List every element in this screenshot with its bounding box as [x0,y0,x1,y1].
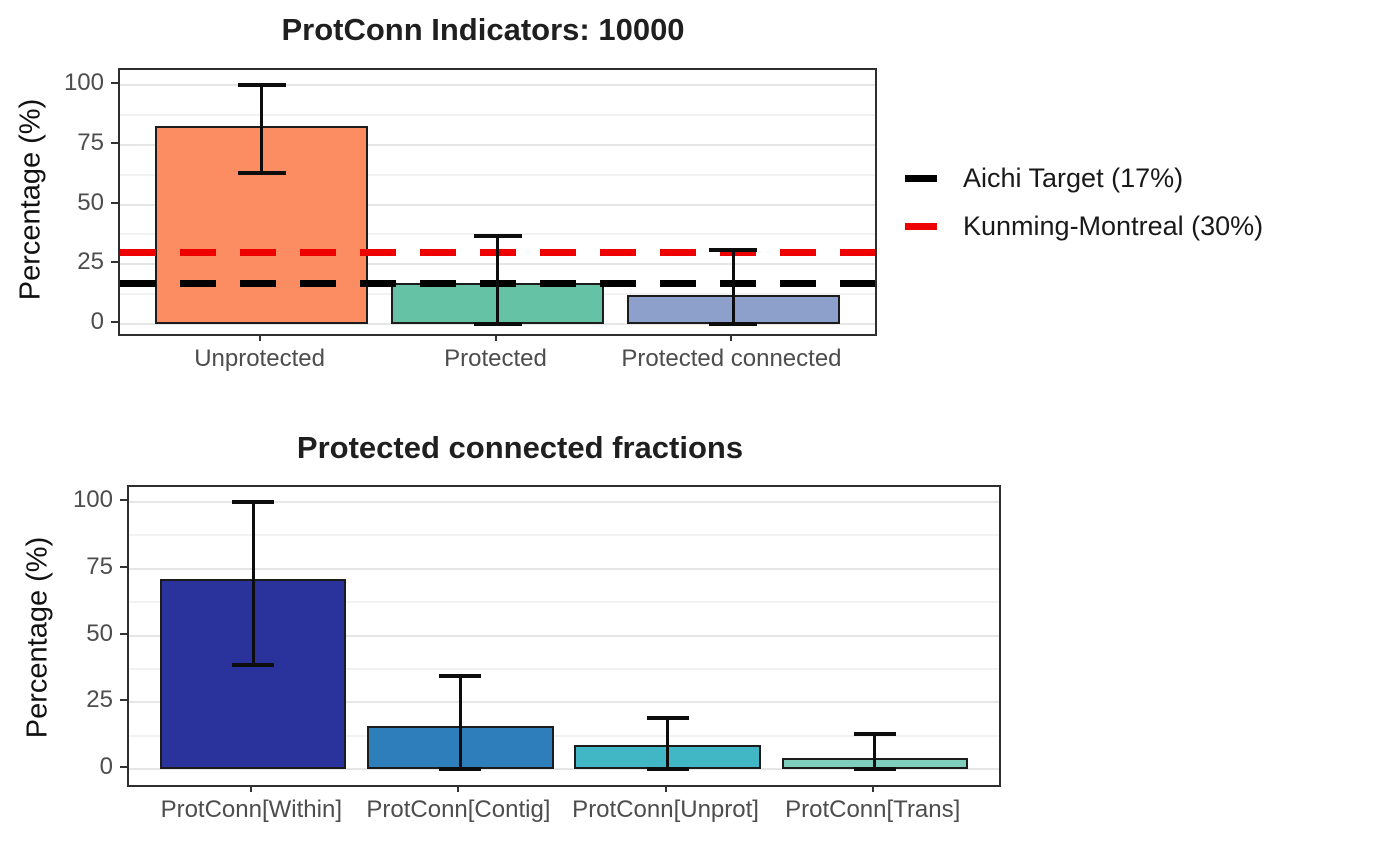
major-gridline [129,701,999,704]
y-tick-mark [111,321,118,323]
y-tick-mark [120,632,127,635]
error-bar-cap [232,662,275,667]
x-tick-label-ProtConn[Within]: ProtConn[Within] [160,796,342,823]
top-chart-title: ProtConn Indicators: 10000 [281,12,685,47]
legend-item-aichi-target: Aichi Target (17%) [905,158,1263,198]
error-bar-cap [232,500,275,504]
y-tick-mark [111,82,118,84]
x-tick-label-Unprotected: Unprotected [194,345,325,372]
x-tick-mark [871,785,874,792]
minor-gridline [120,113,875,116]
major-gridline [129,768,999,770]
bottom-chart-title: Protected connected fractions [296,430,744,465]
legend-label-kunming-montreal: Kunming-Montreal (30%) [963,210,1264,241]
y-tick-mark [111,201,118,204]
error-bar-cap [473,322,522,326]
major-gridline [129,501,999,503]
x-tick-mark [730,334,733,341]
minor-gridline [120,173,875,176]
major-gridline [120,203,875,206]
x-tick-mark [258,334,261,341]
error-bar-cap [237,83,286,87]
error-bar-cap [709,322,758,326]
error-bar-cap [646,716,689,721]
x-tick-mark [494,334,497,341]
minor-gridline [129,734,999,737]
error-bar-cap [237,171,286,176]
x-tick-label-Protected connected: Protected connected [621,345,842,372]
error-bar [496,235,499,324]
y-tick-mark [120,766,127,768]
y-tick-label: 0 [99,753,113,780]
error-bar [731,249,735,324]
x-tick-mark [457,785,460,792]
error-bar-cap [853,767,896,771]
error-bar-cap [853,732,896,737]
legend-label-aichi-target: Aichi Target (17%) [963,162,1184,193]
y-tick-label: 100 [72,486,113,513]
y-tick-mark [111,261,118,264]
error-bar-cap [439,673,482,678]
error-bar [458,675,462,769]
x-tick-label-ProtConn[Contig]: ProtConn[Contig] [366,796,551,823]
minor-gridline [129,534,999,537]
error-bar-cap [709,247,758,252]
y-tick-label: 0 [90,308,104,335]
y-tick-mark [111,141,118,144]
major-gridline [120,84,875,86]
y-tick-label: 25 [77,248,104,276]
x-tick-label-ProtConn[Trans]: ProtConn[Trans] [785,796,961,823]
y-tick-label: 50 [86,619,113,647]
top-chart-panel [118,68,877,336]
y-tick-mark [120,699,127,702]
y-tick-mark [120,499,127,501]
y-tick-label: 75 [77,128,104,156]
legend-item-kunming-montreal: Kunming-Montreal (30%) [905,206,1263,246]
x-tick-mark [664,785,667,792]
y-tick-label: 100 [63,69,104,96]
error-bar [260,85,264,174]
x-tick-label-ProtConn[Unprot]: ProtConn[Unprot] [572,796,759,823]
y-tick-mark [120,565,127,568]
bottom-chart-panel [127,485,1001,787]
x-tick-label-Protected: Protected [444,345,547,372]
major-gridline [120,143,875,146]
x-tick-mark [250,785,253,792]
error-bar [873,734,877,769]
major-gridline [129,634,999,637]
minor-gridline [129,667,999,670]
y-tick-label: 75 [86,552,113,580]
error-bar-cap [439,767,482,771]
major-gridline [129,567,999,570]
minor-gridline [129,601,999,604]
error-bar-cap [473,233,522,238]
y-tick-label: 50 [77,188,104,216]
kunming-montreal-dash-key-icon [905,222,937,230]
error-bar-cap [646,767,689,771]
error-bar [251,502,255,665]
legend: Aichi Target (17%) Kunming-Montreal (30%… [905,158,1263,246]
y-tick-label: 25 [86,686,113,714]
error-bar [666,718,670,769]
aichi-target-dash-key-icon [905,174,937,182]
